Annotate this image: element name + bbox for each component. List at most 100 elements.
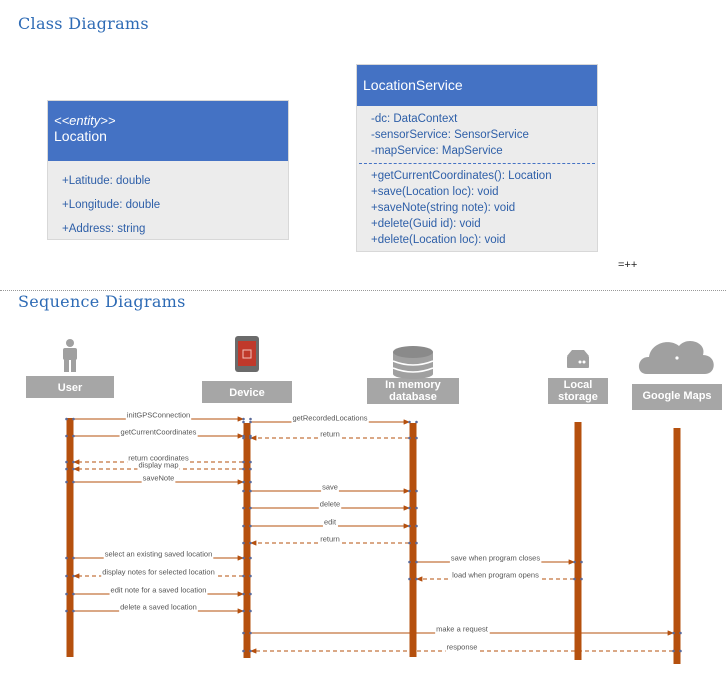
activation-dot: [242, 506, 245, 510]
activation-dot: [242, 436, 245, 440]
activation-dot: [242, 417, 245, 421]
activation-dot: [249, 467, 252, 471]
activation-dot: [249, 524, 252, 528]
activation-dot: [580, 560, 583, 564]
message-label: select an existing saved location: [105, 550, 213, 559]
actor-box: [632, 384, 722, 410]
activation-dot: [242, 592, 245, 596]
activation-dot: [408, 541, 411, 545]
activation-dot: [242, 489, 245, 493]
activation-dot: [242, 420, 245, 424]
message-label-bg: [125, 410, 192, 420]
lifeline: [66, 418, 74, 657]
message-label: return: [320, 430, 340, 439]
activation-dot: [242, 524, 245, 528]
message-label-bg: [119, 427, 198, 437]
storage-icon: [582, 360, 586, 364]
activation-dot: [580, 577, 583, 581]
activation-dot: [679, 631, 682, 635]
section-divider: [0, 290, 726, 291]
message-label-bg: [445, 642, 479, 652]
activation-dot: [573, 560, 576, 564]
database-icon: [393, 352, 433, 374]
locationservice-methods: +getCurrentCoordinates(): Location +save…: [357, 168, 597, 248]
activation-dot: [72, 592, 75, 596]
message-label: delete a saved location: [120, 603, 197, 612]
activation-dot: [672, 649, 675, 653]
actor-label: Google Maps: [642, 390, 711, 402]
location-member: +Latitude: double: [62, 175, 151, 187]
service-method: +saveNote(string note): void: [371, 202, 516, 214]
message-label: delete: [320, 500, 340, 509]
activation-dot: [72, 417, 75, 421]
activation-dot: [72, 480, 75, 484]
activation-dot: [65, 417, 68, 421]
message-label-bg: [451, 570, 541, 580]
activation-dot: [408, 436, 411, 440]
message-label-bg: [449, 553, 542, 563]
activation-dot: [672, 631, 675, 635]
activation-dot: [72, 434, 75, 438]
locationservice-fields: -dc: DataContext -sensorService: SensorS…: [357, 106, 597, 159]
activation-dot: [415, 541, 418, 545]
activation-dot: [249, 574, 252, 578]
locationservice-class-name: LocationService: [363, 77, 463, 93]
actor-box: [548, 378, 608, 404]
message-label-bg: [321, 482, 339, 492]
activation-dot: [242, 556, 245, 560]
activation-dot: [249, 489, 252, 493]
activation-dot: [65, 574, 68, 578]
activation-dot: [242, 574, 245, 578]
service-method: +save(Location loc): void: [371, 186, 499, 198]
activation-dot: [242, 631, 245, 635]
cloud-icon: [675, 356, 679, 360]
activation-dot: [415, 436, 418, 440]
locationservice-class-header: LocationService: [357, 65, 597, 106]
service-field: -dc: DataContext: [371, 113, 458, 125]
lifeline: [409, 423, 417, 657]
activation-dot: [249, 506, 252, 510]
message-label-bg: [141, 473, 176, 483]
actor-label: Device: [229, 387, 264, 399]
actor-box: [367, 378, 459, 404]
locationservice-class-box: LocationService -dc: DataContext -sensor…: [356, 64, 598, 252]
activation-dot: [242, 541, 245, 545]
activation-dot: [679, 649, 682, 653]
activation-dot: [242, 434, 245, 438]
storage-icon: [578, 360, 582, 364]
message-label-bg: [137, 460, 180, 470]
storage-icon: [567, 356, 589, 368]
activation-dot: [72, 556, 75, 560]
activation-dot: [415, 577, 418, 581]
message-label-bg: [291, 413, 369, 423]
message-label: return: [320, 535, 340, 544]
person-icon: [63, 348, 77, 360]
activation-dot: [408, 524, 411, 528]
activation-dot: [65, 609, 68, 613]
message-label: load when program opens: [452, 571, 539, 580]
location-stereotype: <<entity>>: [54, 113, 116, 128]
message-label: save when program closes: [451, 554, 540, 563]
actor-label: User: [58, 382, 83, 394]
activation-dot: [249, 436, 252, 440]
message-label: getCurrentCoordinates: [121, 428, 197, 437]
message-label-bg: [127, 453, 190, 463]
lifeline: [243, 423, 251, 658]
sequence-diagrams-heading: Sequence Diagrams: [18, 292, 186, 311]
person-icon: [66, 339, 74, 347]
location-class-box: <<entity>> Location +Latitude: double +L…: [47, 100, 289, 240]
activation-dot: [415, 524, 418, 528]
activation-dot: [249, 417, 252, 421]
message-label-bg: [319, 534, 341, 544]
message-label-bg: [109, 585, 208, 595]
message-label: display map: [138, 461, 178, 470]
location-member: +Address: string: [62, 223, 146, 235]
activation-dot: [249, 631, 252, 635]
activation-dot: [72, 467, 75, 471]
activation-dot: [242, 460, 245, 464]
message-label-bg: [119, 602, 198, 612]
activation-dot: [249, 541, 252, 545]
activation-dot: [249, 480, 252, 484]
message-label: make a request: [436, 625, 489, 634]
